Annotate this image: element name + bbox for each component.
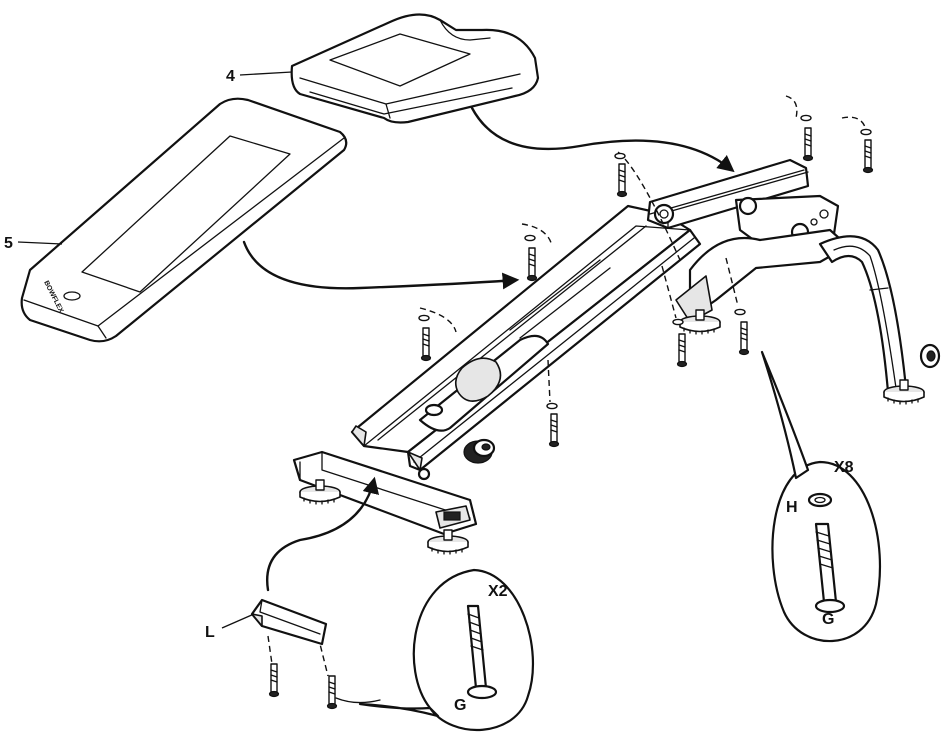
bolt-g-right-icon xyxy=(814,522,846,614)
bench-frame xyxy=(292,158,941,555)
part-4-leader-line xyxy=(239,71,293,76)
hw-g-left-label: G xyxy=(454,697,466,714)
hardware-bolts xyxy=(267,95,874,710)
arrow-back-pad-to-frame xyxy=(242,240,520,290)
transport-wheel-icon xyxy=(919,343,941,369)
hardware-callout-x2 xyxy=(335,568,535,732)
part-4-label: 4 xyxy=(226,68,235,85)
qty-x8-label: X8 xyxy=(834,459,854,476)
end-cap-part-l xyxy=(250,598,328,646)
hw-h-label: H xyxy=(786,499,798,516)
part-5-label: 5 xyxy=(4,235,13,252)
part-l-label: L xyxy=(205,624,215,641)
brand-logo-icon xyxy=(63,291,81,301)
back-pad-part-5: BOWFLEX xyxy=(20,97,348,343)
pop-pin-knob-icon xyxy=(417,438,496,481)
seat-pad-part-4 xyxy=(290,13,540,124)
hardware-callout-x8 xyxy=(760,350,882,643)
part-l-leader-line xyxy=(221,613,255,629)
part-5-leader-line xyxy=(17,241,63,245)
bolt-g-left-icon xyxy=(466,604,498,700)
arrow-cap-to-base xyxy=(266,476,380,592)
qty-x2-label: X2 xyxy=(488,583,508,600)
hw-g-right-label: G xyxy=(822,611,834,628)
washer-h-icon xyxy=(807,492,833,508)
arrow-seat-to-frame xyxy=(470,106,735,173)
